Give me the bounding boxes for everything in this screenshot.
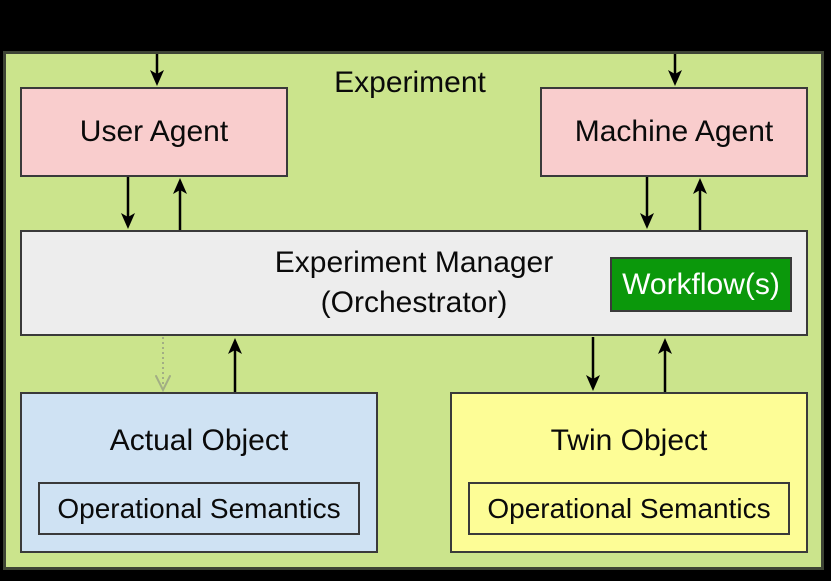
workflow-label: Workflow(s) bbox=[622, 267, 780, 301]
machine-agent-label: Machine Agent bbox=[574, 115, 774, 148]
user-agent-node: User Agent bbox=[20, 87, 288, 177]
experiment-manager-node: Experiment Manager (Orchestrator) bbox=[20, 230, 808, 336]
twin-operational-semantics-label: Operational Semantics bbox=[487, 492, 771, 524]
actual-object-node: Actual Object Operational Semantics bbox=[20, 392, 378, 553]
actual-object-label: Actual Object bbox=[109, 424, 289, 457]
twin-operational-semantics-box: Operational Semantics bbox=[468, 482, 790, 535]
actual-operational-semantics-box: Operational Semantics bbox=[38, 482, 360, 535]
user-agent-label: User Agent bbox=[79, 115, 229, 148]
experiment-manager-label-line2: (Orchestrator) bbox=[320, 286, 508, 319]
twin-object-node: Twin Object Operational Semantics bbox=[450, 392, 808, 553]
experiment-manager-label-line1: Experiment Manager bbox=[274, 246, 554, 279]
workflow-node: Workflow(s) bbox=[610, 257, 792, 312]
diagram-title: Experiment bbox=[334, 66, 486, 99]
actual-operational-semantics-label: Operational Semantics bbox=[57, 492, 341, 524]
machine-agent-node: Machine Agent bbox=[540, 87, 808, 177]
twin-object-label: Twin Object bbox=[550, 424, 708, 457]
